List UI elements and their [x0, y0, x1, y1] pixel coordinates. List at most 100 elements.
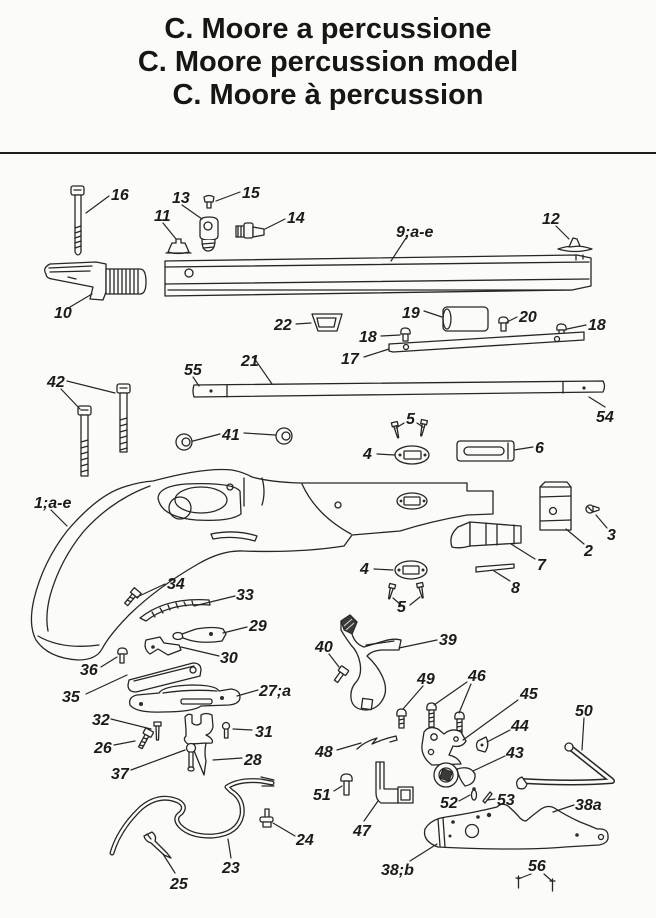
part-label-28-5: 5 [397, 599, 407, 616]
part-23-trigger-guard [109, 776, 275, 856]
part-label-14-21: 21 [240, 353, 259, 370]
title-italian: C. Moore a percussione [164, 13, 492, 45]
part-label-12-18: 18 [359, 329, 377, 346]
part-label-56-53: 53 [497, 792, 515, 809]
part-label-0-16: 16 [111, 187, 129, 204]
part-11-sight-base [165, 238, 192, 255]
part-8-flat-spring [475, 563, 515, 573]
part-label-36-32: 32 [92, 712, 110, 729]
part-label-50-43: 43 [505, 745, 524, 762]
title-french: C. Moore à percussion [172, 79, 484, 111]
part-43-tumbler [433, 762, 476, 788]
part-12-front-sight [557, 237, 593, 253]
part-18-screw-left [400, 327, 411, 342]
part-label-23-2: 2 [583, 543, 593, 560]
part-label-13-17: 17 [341, 351, 360, 368]
part-label-6-9ae: 9;a-e [396, 224, 433, 241]
part-label-47-46: 46 [467, 668, 486, 685]
part-17-barrel-rib [388, 331, 585, 353]
part-label-53-51: 51 [313, 787, 331, 804]
part-15-screw [203, 194, 215, 209]
part-48-sear-spring-wire [356, 735, 398, 750]
part-30-sear [144, 636, 182, 656]
part-29-sear-bar [172, 626, 227, 643]
part-42-stock-screws [77, 383, 131, 477]
part-label-2-15: 15 [242, 185, 261, 202]
part-37-screw [185, 742, 197, 772]
part-label-21-6: 6 [535, 440, 544, 457]
part-14-nipple [235, 222, 265, 239]
part-5-screws-upper [390, 418, 429, 439]
part-label-41-23: 23 [221, 860, 240, 877]
part-7-ramrod-pipe [450, 521, 522, 549]
part-44-fly [475, 736, 489, 753]
part-10-breech-plug [44, 261, 147, 301]
part-label-52-50: 50 [575, 703, 593, 720]
part-label-5-12: 12 [542, 211, 560, 228]
part-9-barrel [164, 254, 592, 297]
part-22-barrel-lug [311, 313, 343, 332]
part-label-55-52: 52 [440, 795, 458, 812]
part-24-screw [259, 808, 274, 828]
part-4-escutcheon-lower [394, 560, 428, 580]
part-label-57-38a: 38a [575, 797, 602, 814]
part-label-10-20: 20 [518, 309, 537, 326]
part-label-45-40: 40 [314, 639, 333, 656]
part-49-screw [396, 708, 407, 729]
part-label-7-10: 10 [54, 305, 72, 322]
part-27-trigger-plate [129, 684, 241, 713]
part-41-ramrod-thimbles [175, 427, 293, 451]
part-6-side-plate [456, 440, 515, 462]
title-block: C. Moore a percussione C. Moore percussi… [0, 13, 656, 112]
part-label-39-28: 28 [243, 752, 262, 769]
part-26-screw [137, 727, 154, 750]
part-label-46-49: 49 [416, 671, 435, 688]
part-35-plate [127, 662, 202, 693]
part-36-screw [117, 647, 128, 664]
part-label-43-24: 24 [295, 832, 314, 849]
part-label-54-47: 47 [352, 823, 372, 840]
part-52-pin [470, 787, 478, 801]
part-label-44-39: 39 [439, 632, 457, 649]
part-50-mainspring [516, 742, 615, 790]
part-label-37-26: 26 [93, 740, 112, 757]
part-3-screw [585, 504, 600, 514]
part-label-31-29: 29 [248, 618, 267, 635]
part-label-29-34: 34 [167, 576, 185, 593]
part-label-8-22: 22 [273, 317, 292, 334]
part-label-24-3: 3 [607, 527, 616, 544]
part-label-3-11: 11 [154, 208, 171, 225]
part-19-drum-cylinder [442, 306, 489, 332]
part-label-59-56: 56 [528, 858, 546, 875]
part-2-rear-sight-block [539, 481, 572, 531]
part-label-20-4: 4 [362, 446, 372, 463]
title-english: C. Moore percussion model [137, 46, 519, 78]
part-20-screw [498, 316, 509, 332]
part-label-51-48: 48 [314, 744, 333, 761]
separator-line [0, 152, 656, 154]
part-label-58-38b: 38;b [381, 862, 414, 879]
part-label-32-30: 30 [220, 650, 238, 667]
part-13-drum-block [199, 216, 219, 252]
part-45-bridle [421, 726, 467, 766]
part-47-nipple-wrench [375, 761, 414, 804]
part-label-33-36: 36 [80, 662, 98, 679]
part-34-screw [124, 587, 142, 607]
part-4-escutcheon-upper [394, 445, 430, 465]
part-label-40-37: 37 [111, 766, 130, 783]
part-label-27-4: 4 [359, 561, 369, 578]
part-31-pin [221, 721, 231, 739]
part-label-30-33: 33 [236, 587, 254, 604]
part-label-9-19: 19 [402, 305, 420, 322]
part-label-35-27a: 27;a [258, 683, 291, 700]
part-32-pin [153, 721, 162, 741]
part-label-38-31: 31 [255, 724, 273, 741]
part-39-hammer [340, 614, 402, 711]
part-28-trigger [183, 712, 214, 776]
part-33-sear-spring [139, 598, 211, 622]
part-label-25-7: 7 [537, 557, 547, 574]
part-1-stock [30, 468, 494, 661]
part-label-48-45: 45 [519, 686, 539, 703]
